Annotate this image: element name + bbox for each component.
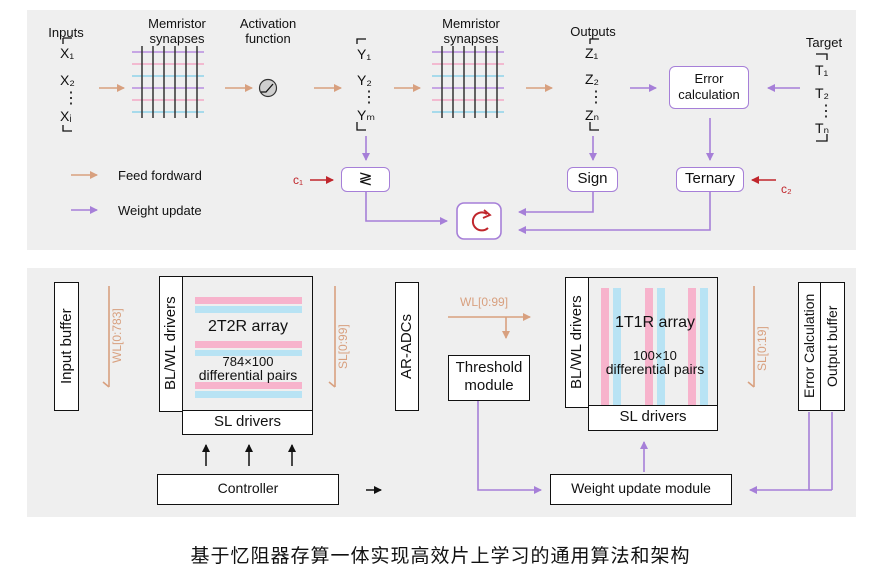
ar-adcs-label: AR-ADCs <box>398 313 415 379</box>
array-1-desc: differential pairs <box>198 367 298 383</box>
activation-label: Activation function <box>239 16 297 46</box>
legend-weight-update: Weight update <box>118 203 202 218</box>
error-calculation-box: Error calculation <box>669 66 749 109</box>
wu-error-to-module <box>749 412 810 494</box>
t2-label: T₂ <box>815 85 829 101</box>
blwl-drivers-1-label: BL/WL drivers <box>162 296 179 391</box>
threshold-box: ≷ <box>341 167 390 192</box>
sign-box: Sign <box>567 167 618 192</box>
blwl-drivers-2-label: BL/WL drivers <box>568 295 585 389</box>
array-2-title: 1T1R array <box>614 314 696 331</box>
controller-label: Controller <box>217 480 279 496</box>
threshold-symbol: ≷ <box>358 169 373 188</box>
target-label: Target <box>805 35 843 50</box>
threshold-module-box: Threshold module <box>448 355 530 401</box>
xi-label: Xᵢ <box>60 108 72 124</box>
wu-threshold-to-module <box>477 400 542 494</box>
figure-caption: 基于忆阻器存算一体实现高效片上学习的通用算法和架构 <box>190 545 691 567</box>
output-buffer-box: Output buffer <box>820 282 845 411</box>
wu-arrow-sign-to-update <box>518 192 594 216</box>
y2-label: Y₂ <box>357 72 372 88</box>
array-2-desc: differential pairs <box>605 361 705 377</box>
z1-label: Z₁ <box>585 45 599 61</box>
x1-label: X₁ <box>60 45 75 61</box>
t-dots: ⋮ <box>818 103 834 120</box>
c2-label: c₂ <box>781 182 792 196</box>
synapses-2-label: Memristor synapses <box>442 16 500 46</box>
sl-drivers-2-label: SL drivers <box>619 408 687 425</box>
t-vector-bracket <box>816 53 828 142</box>
array-1-stripes <box>195 297 302 398</box>
weight-update-module-box: Weight update module <box>550 474 732 505</box>
z-vector-bracket <box>589 38 599 131</box>
sl-drivers-2-box: SL drivers <box>588 405 718 431</box>
wu-arrow-ternary-to-update <box>518 192 711 234</box>
error-calculation-label: Error calculation <box>678 71 740 102</box>
memristor-grid-1 <box>132 46 204 118</box>
z-dots: ⋮ <box>588 89 604 106</box>
outputs-label: Outputs <box>570 24 616 39</box>
ar-adcs-box: AR-ADCs <box>395 282 419 411</box>
output-buffer-label: Output buffer <box>824 305 840 387</box>
y1-label: Y₁ <box>357 46 372 62</box>
c1-label: c₁ <box>293 173 304 187</box>
ternary-label: Ternary <box>684 170 736 187</box>
zn-label: Zₙ <box>585 107 600 123</box>
weight-update-module-label: Weight update module <box>571 480 711 496</box>
wl-in-label: WL[0:783] <box>110 308 124 363</box>
legend-feed-forward: Feed fordward <box>118 168 202 183</box>
sl-out2-label: SL[0:19] <box>755 326 769 372</box>
synapses-1-label: Memristor synapses <box>148 16 206 46</box>
sign-label: Sign <box>577 170 608 187</box>
error-calc-label: Error Calculation <box>801 293 817 399</box>
y-dots: ⋮ <box>361 89 377 106</box>
error-calc-box: Error Calculation <box>798 282 821 411</box>
memristor-grid-2 <box>432 46 504 118</box>
x-dots: ⋮ <box>63 90 79 107</box>
wu-arrow-threshold-to-update <box>365 192 448 225</box>
input-vector-bracket <box>62 37 72 132</box>
array-1-dims: 784×100 <box>222 354 274 369</box>
wl-mid-label: WL[0:99] <box>460 295 509 309</box>
inputs-label: Inputs <box>48 25 84 40</box>
y-vector-bracket <box>356 38 366 131</box>
array-2-stripes <box>601 288 708 407</box>
input-buffer-label: Input buffer <box>58 308 75 384</box>
blwl-drivers-2-box: BL/WL drivers <box>565 277 589 408</box>
x2-label: X₂ <box>60 72 75 88</box>
t1-label: T₁ <box>815 62 829 78</box>
controller-box: Controller <box>157 474 339 505</box>
sl-drivers-1-label: SL drivers <box>214 413 281 430</box>
ym-label: Yₘ <box>357 107 376 123</box>
array-2-dims: 100×10 <box>633 348 677 363</box>
blwl-drivers-1-box: BL/WL drivers <box>159 276 183 412</box>
sl-drivers-1-box: SL drivers <box>182 410 313 435</box>
threshold-module-label: Threshold module <box>455 359 523 394</box>
activation-function-icon <box>258 78 278 98</box>
z2-label: Z₂ <box>585 71 599 87</box>
update-cycle-icon <box>456 202 502 240</box>
sl-out1-label: SL[0:99] <box>336 324 350 370</box>
input-buffer-box: Input buffer <box>54 282 79 411</box>
array-1-title: 2T2R array <box>207 318 289 335</box>
ternary-box: Ternary <box>676 167 744 192</box>
tn-label: Tₙ <box>815 120 830 136</box>
